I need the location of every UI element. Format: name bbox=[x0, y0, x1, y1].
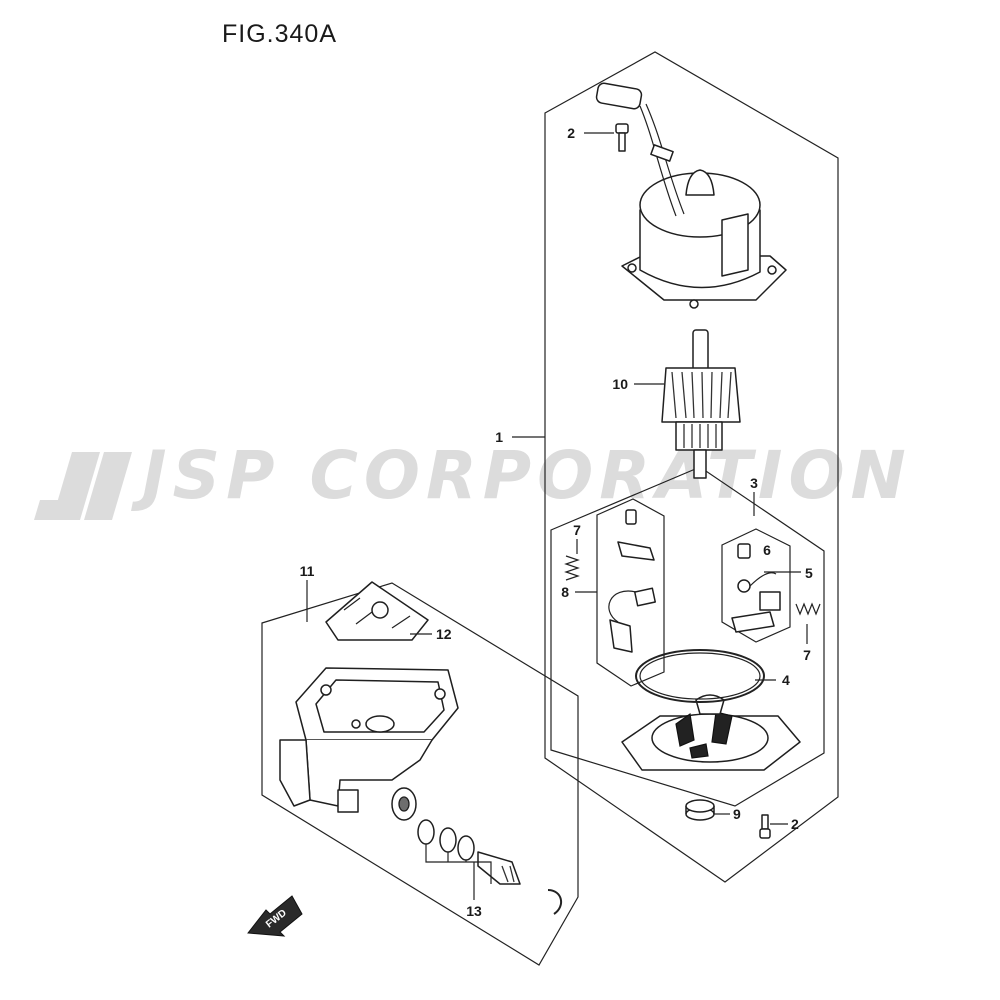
spring-right bbox=[795, 602, 821, 616]
brush-holder-base bbox=[621, 694, 801, 771]
leader-lines bbox=[306, 132, 808, 900]
fwd-arrow-icon: FWD bbox=[247, 895, 303, 937]
watermark-text: JSP CORPORATION bbox=[131, 437, 912, 514]
o-ring bbox=[635, 649, 765, 703]
motor-cable bbox=[595, 82, 685, 217]
pump-body bbox=[279, 667, 459, 821]
o-ring-inner bbox=[639, 652, 761, 700]
motor-connector bbox=[595, 82, 643, 110]
callout-2-top: 2 bbox=[567, 125, 575, 141]
callout-6: 6 bbox=[763, 542, 771, 558]
motor-housing bbox=[621, 169, 787, 309]
callout-3: 3 bbox=[750, 475, 758, 491]
callout-13: 13 bbox=[466, 903, 482, 919]
brush-sub-outline-right bbox=[721, 528, 791, 643]
callout-12: 12 bbox=[436, 626, 452, 642]
gasket bbox=[325, 581, 429, 641]
callout-7-right: 7 bbox=[803, 647, 811, 663]
screw-2-bottom bbox=[759, 814, 771, 839]
callout-7-left: 7 bbox=[573, 522, 581, 538]
cable-clamp bbox=[650, 144, 674, 162]
spring-left bbox=[564, 555, 580, 581]
brush-right bbox=[731, 543, 781, 633]
screw-2-top bbox=[615, 123, 629, 152]
grommet bbox=[685, 799, 715, 821]
callout-8: 8 bbox=[561, 584, 569, 600]
pump-body-assembly-outline bbox=[261, 582, 579, 966]
valve-parts bbox=[417, 819, 563, 915]
callout-1: 1 bbox=[495, 429, 503, 445]
watermark: JSP CORPORATION bbox=[34, 437, 912, 520]
watermark-logo-icon bbox=[34, 452, 132, 520]
motor-assembly-outline bbox=[544, 51, 839, 883]
callout-4: 4 bbox=[782, 672, 790, 688]
callout-11: 11 bbox=[300, 563, 315, 579]
callouts: 2 1 10 3 4 6 5 7 7 8 9 2 11 12 13 bbox=[300, 125, 813, 919]
brush-left bbox=[608, 509, 657, 653]
armature bbox=[661, 329, 741, 479]
callout-2-bottom: 2 bbox=[791, 816, 799, 832]
callout-5: 5 bbox=[805, 565, 813, 581]
brush-sub-outline-left bbox=[596, 498, 665, 687]
callout-10: 10 bbox=[612, 376, 628, 392]
figure-title: FIG.340A bbox=[222, 20, 337, 48]
callout-9: 9 bbox=[733, 806, 741, 822]
